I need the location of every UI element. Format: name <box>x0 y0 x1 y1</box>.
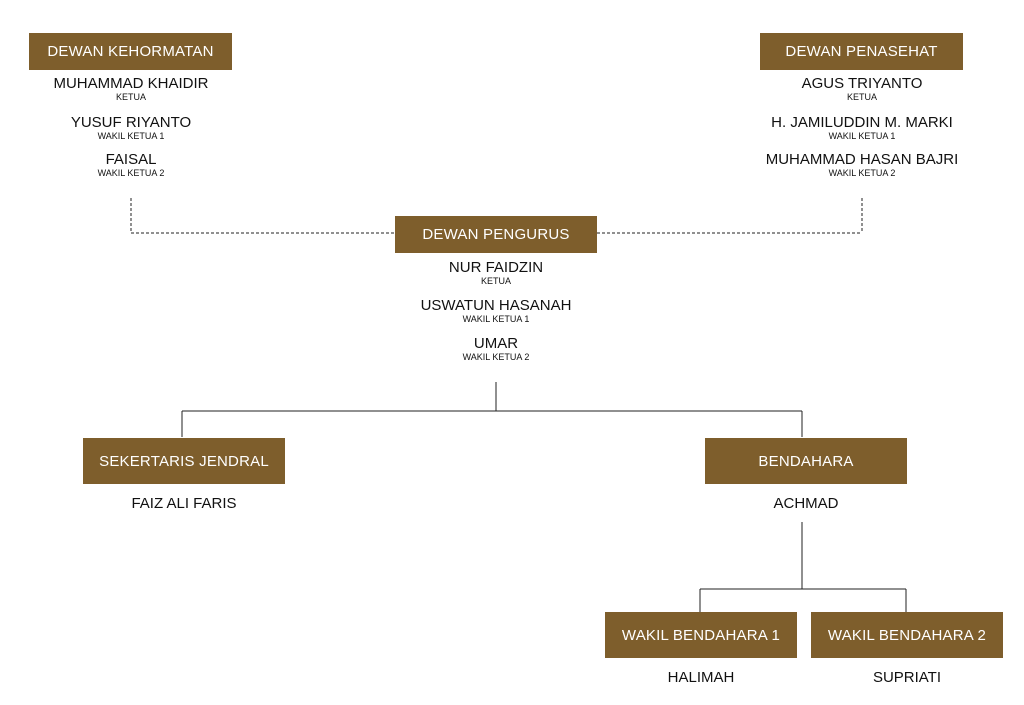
dewan-kehormatan-title: DEWAN KEHORMATAN <box>47 43 214 60</box>
person-role: WAKIL KETUA 2 <box>97 168 165 178</box>
person-name: YUSUF RIYANTO <box>70 114 192 131</box>
person-name: USWATUN HASANAH <box>420 297 572 314</box>
sekertaris-title: SEKERTARIS JENDRAL <box>99 452 269 470</box>
bendahara-title: BENDAHARA <box>758 452 854 470</box>
person-role: WAKIL KETUA 2 <box>828 168 896 178</box>
person-name: AGUS TRIYANTO <box>801 75 923 92</box>
sekertaris-box: SEKERTARIS JENDRAL <box>83 438 285 484</box>
penasehat-wakil-1: H. JAMILUDDIN M. MARKI WAKIL KETUA 1 <box>722 114 1002 142</box>
person-name: MUHAMMAD HASAN BAJRI <box>765 151 959 168</box>
pengurus-wakil-1: USWATUN HASANAH WAKIL KETUA 1 <box>366 297 626 325</box>
dewan-pengurus-title: DEWAN PENGURUS <box>422 226 570 243</box>
person-role: WAKIL KETUA 1 <box>828 131 896 141</box>
person-role: WAKIL KETUA 1 <box>462 314 530 324</box>
person-role: KETUA <box>115 92 146 102</box>
pengurus-ketua: NUR FAIDZIN KETUA <box>366 259 626 287</box>
penasehat-ketua: AGUS TRIYANTO KETUA <box>722 75 1002 103</box>
person-role: KETUA <box>480 276 511 286</box>
dewan-kehormatan-box: DEWAN KEHORMATAN <box>29 33 232 70</box>
person-role: WAKIL KETUA 2 <box>462 352 530 362</box>
dewan-pengurus-box: DEWAN PENGURUS <box>395 216 597 253</box>
kehormatan-ketua: MUHAMMAD KHAIDIR KETUA <box>0 75 262 103</box>
wakil-bendahara-2-box: WAKIL BENDAHARA 2 <box>811 612 1003 658</box>
wakil-bendahara-1-name: HALIMAH <box>667 669 735 686</box>
pengurus-wakil-2: UMAR WAKIL KETUA 2 <box>366 335 626 363</box>
wakil-bendahara-2-title: WAKIL BENDAHARA 2 <box>827 626 987 644</box>
bendahara-box: BENDAHARA <box>705 438 907 484</box>
bendahara-name: ACHMAD <box>773 495 839 512</box>
kehormatan-wakil-1: YUSUF RIYANTO WAKIL KETUA 1 <box>0 114 262 142</box>
person-name: H. JAMILUDDIN M. MARKI <box>771 114 953 131</box>
wakil-bendahara-2-name: SUPRIATI <box>872 669 942 686</box>
person-name: NUR FAIDZIN <box>448 259 544 276</box>
person-name: FAISAL <box>105 151 157 168</box>
sekertaris-name: FAIZ ALI FARIS <box>131 495 237 512</box>
person-role: KETUA <box>846 92 877 102</box>
person-name: MUHAMMAD KHAIDIR <box>53 75 209 92</box>
kehormatan-wakil-2: FAISAL WAKIL KETUA 2 <box>0 151 262 179</box>
wakil-bendahara-1-box: WAKIL BENDAHARA 1 <box>605 612 797 658</box>
dewan-penasehat-title: DEWAN PENASEHAT <box>785 43 938 60</box>
penasehat-wakil-2: MUHAMMAD HASAN BAJRI WAKIL KETUA 2 <box>722 151 1002 179</box>
person-name: UMAR <box>473 335 519 352</box>
wakil-bendahara-1-title: WAKIL BENDAHARA 1 <box>621 626 781 644</box>
person-role: WAKIL KETUA 1 <box>97 131 165 141</box>
dewan-penasehat-box: DEWAN PENASEHAT <box>760 33 963 70</box>
